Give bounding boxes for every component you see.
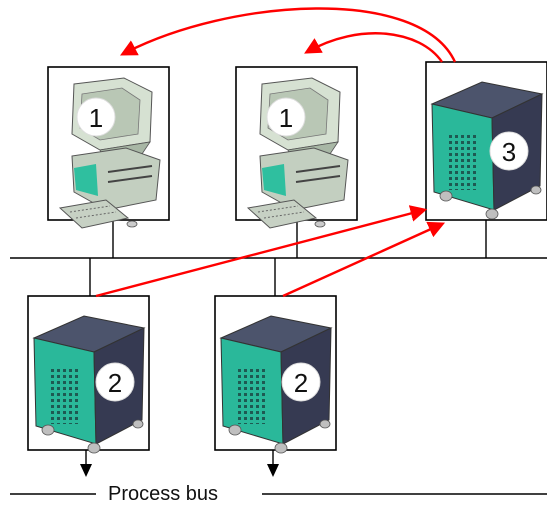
badge-circle bbox=[489, 131, 529, 171]
process-bus-label: Process bus bbox=[108, 483, 218, 505]
badge-circle bbox=[281, 362, 321, 402]
flow-arrow-controller-b-to-server bbox=[282, 221, 446, 298]
node-operator-station-a: 1 bbox=[47, 66, 170, 229]
badge-circle bbox=[266, 97, 306, 137]
node-badge: 2 bbox=[294, 368, 308, 398]
node-controller-b: 2 bbox=[214, 295, 337, 454]
node-operator-station-b: 1 bbox=[235, 66, 358, 229]
arrow-down-icon bbox=[80, 464, 92, 477]
node-badge: 2 bbox=[108, 368, 122, 398]
badge-circle bbox=[95, 362, 135, 402]
node-server-main: 3 bbox=[425, 61, 547, 221]
node-badge: 1 bbox=[89, 103, 103, 133]
flow-arrow-controller-a-to-server bbox=[95, 205, 428, 298]
arrow-down-icon bbox=[267, 464, 279, 477]
node-controller-a: 2 bbox=[27, 295, 150, 454]
flow-arrow-server-to-operator-b bbox=[304, 32, 443, 63]
badge-circle bbox=[76, 97, 116, 137]
node-badge: 3 bbox=[502, 137, 516, 167]
node-badge: 1 bbox=[279, 103, 293, 133]
flow-arrow-server-to-operator-a bbox=[120, 7, 457, 63]
